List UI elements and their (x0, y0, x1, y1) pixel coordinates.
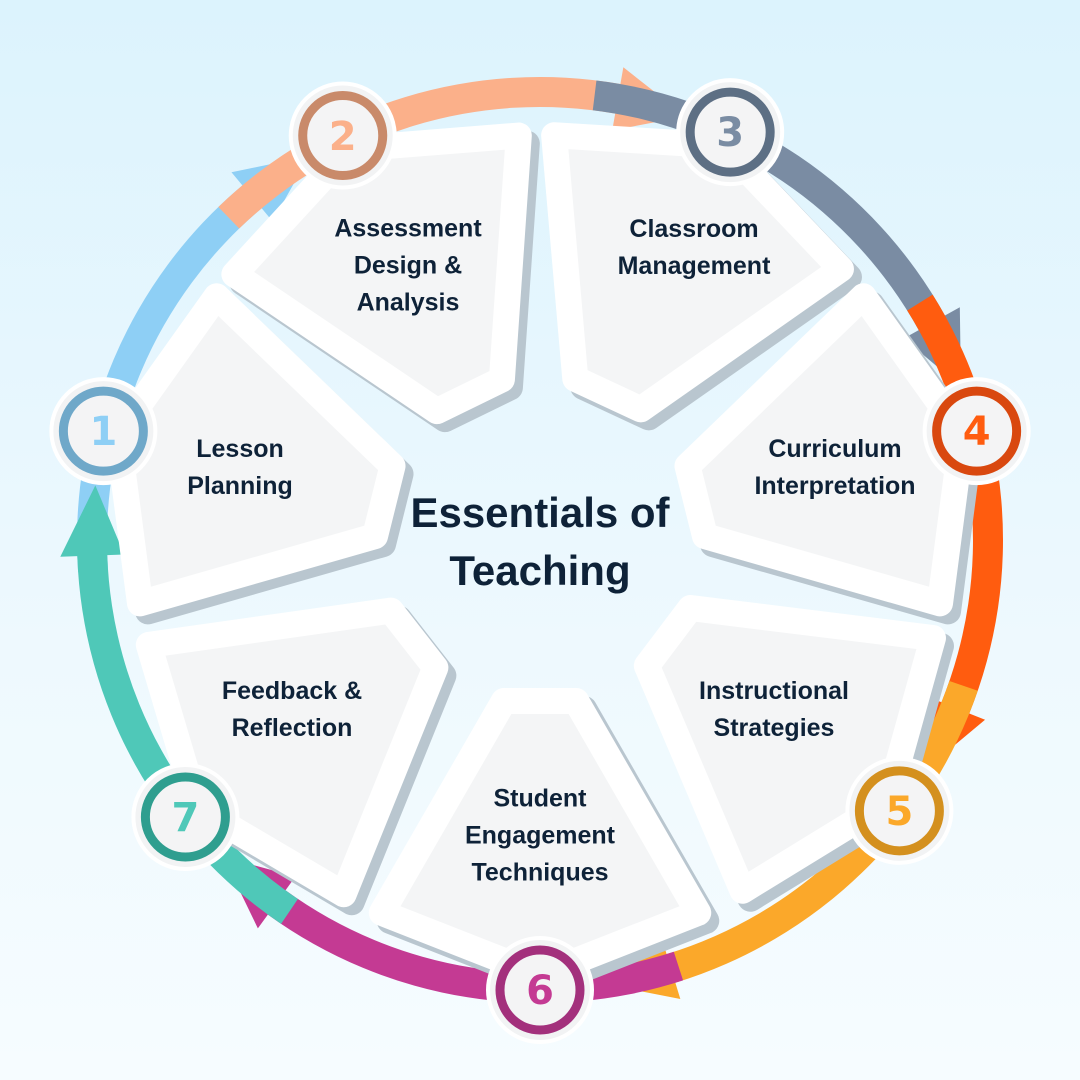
arrow-segment-2 (218, 67, 686, 229)
step-panel-4 (674, 283, 976, 617)
step-number-6: 6 (526, 968, 554, 1014)
arrow-segment-7 (60, 485, 298, 924)
step-panel-2 (221, 122, 532, 425)
badge-ring-5 (854, 766, 944, 856)
step-panel-5 (633, 595, 946, 904)
badge-ring-7 (140, 772, 230, 862)
badge-ring-3 (685, 87, 775, 177)
step-label-3: Classroom Management (617, 215, 771, 280)
badges (49, 78, 1031, 1044)
arrow-segment-6 (223, 856, 684, 1003)
step-label-1: Lesson Planning (187, 435, 293, 500)
step-panel-6 (368, 687, 712, 988)
panels (104, 122, 984, 996)
step-label-4: Curriculum Interpretation (754, 435, 916, 500)
badge-ring-1 (58, 386, 148, 476)
step-number-7: 7 (171, 795, 200, 842)
step-panel-7 (135, 597, 449, 908)
arrow-segment-3 (592, 80, 961, 387)
step-label-7: Feedback & Reflection (221, 677, 363, 742)
step-number-2: 2 (328, 113, 357, 160)
step-panel-1 (104, 283, 406, 617)
step-number-5: 5 (885, 788, 914, 835)
badge-ring-6 (495, 945, 585, 1035)
step-label-6: Student Engagement Techniques (464, 784, 616, 887)
step-number-3: 3 (716, 110, 745, 157)
badge-ring-2 (298, 91, 388, 181)
step-number-1: 1 (89, 409, 118, 456)
step-number-4: 4 (962, 409, 991, 456)
diagram-title: Essentials of Teaching (410, 489, 670, 594)
badge-ring-4 (932, 386, 1022, 476)
step-label-2: Assessment Design & Analysis (334, 214, 482, 317)
step-label-5: Instructional Strategies (698, 677, 850, 742)
step-panel-3 (541, 122, 854, 423)
